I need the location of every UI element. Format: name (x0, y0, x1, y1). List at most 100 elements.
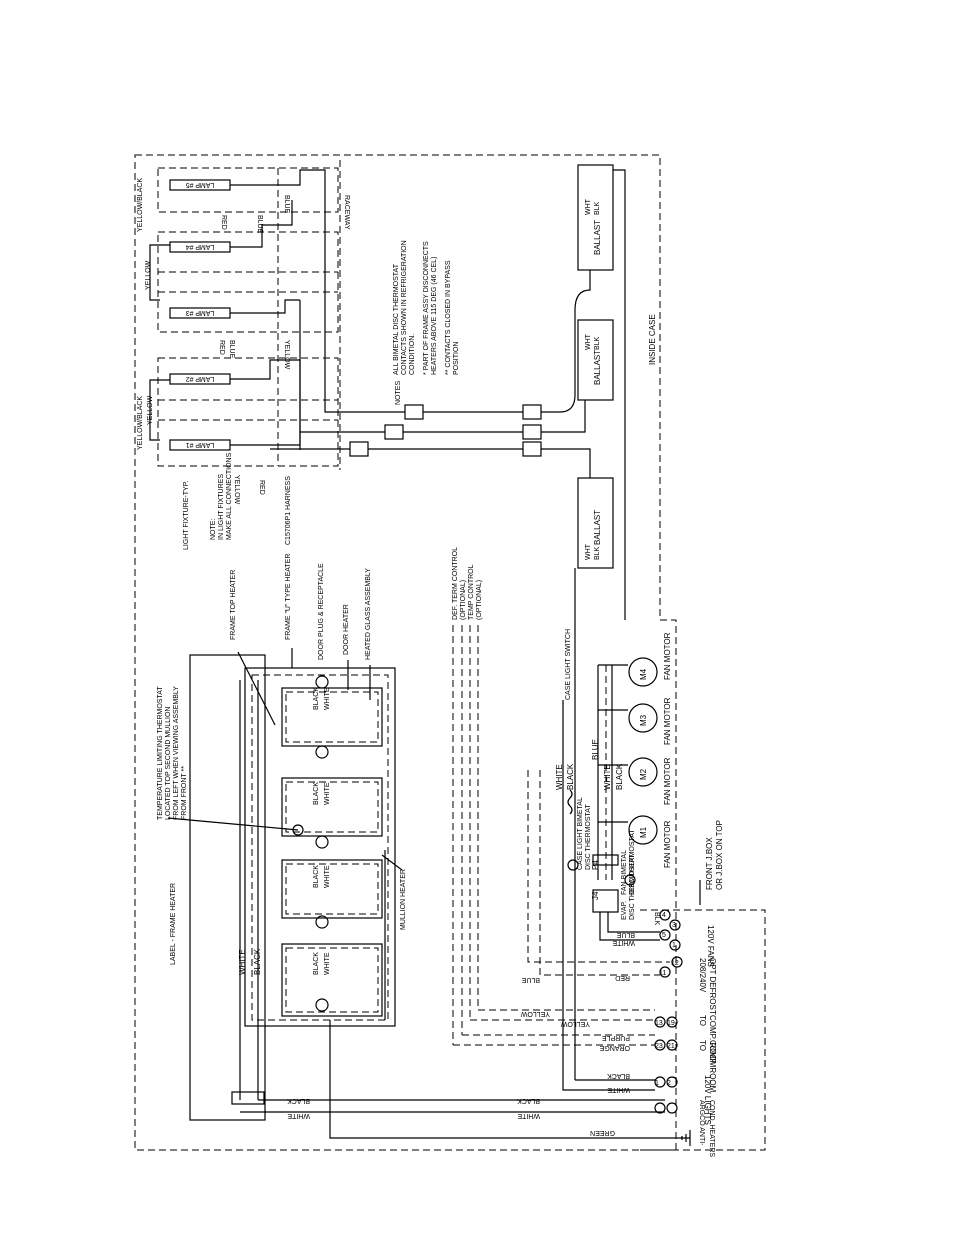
label-yellow-2: YELLOW (147, 395, 154, 425)
svg-text:COMP. ROOM: COMP. ROOM (708, 1015, 717, 1068)
svg-text:TO: TO (698, 1040, 707, 1051)
svg-text:LAMP #4: LAMP #4 (186, 243, 215, 250)
wire-yellow-a: YELLOW (520, 1010, 550, 1017)
fan-black: BLACK (615, 763, 624, 790)
note-fixtures-1: NOTE: (210, 519, 217, 540)
svg-text:FAN MOTOR: FAN MOTOR (663, 632, 672, 680)
svg-text:11: 11 (659, 970, 666, 977)
wire-orange: ORANGE (599, 1044, 630, 1051)
svg-text:BLK: BLK (594, 336, 601, 350)
svg-text:1: 1 (672, 942, 676, 949)
wire-white-main: WHITE (517, 1112, 540, 1119)
door-black-4: BLACK (313, 952, 320, 975)
svg-text:CONDITION.: CONDITION. (409, 334, 416, 375)
svg-text:CASE LIGHT SWITCH: CASE LIGHT SWITCH (565, 629, 572, 700)
svg-text:WHT: WHT (585, 333, 592, 350)
motor-m3: M3 (639, 714, 648, 726)
svg-text:HEATED GLASS ASSEMBLY: HEATED GLASS ASSEMBLY (365, 568, 372, 660)
harness-connectors (270, 385, 542, 457)
svg-text:FAN MOTOR: FAN MOTOR (663, 820, 672, 868)
svg-text:COMP. ROOM: COMP. ROOM (708, 1040, 717, 1093)
svg-text:BALLAST: BALLAST (593, 350, 602, 385)
label-yellow-4: YELLOW (233, 475, 240, 505)
motor-m4: M4 (639, 668, 648, 680)
svg-text:FAN MOTOR: FAN MOTOR (663, 757, 672, 805)
motor-m2: M2 (639, 768, 648, 780)
svg-text:TO: TO (698, 1015, 707, 1026)
lamp-2: LAMP #2 (169, 373, 231, 385)
svg-text:FRAME TOP HEATER: FRAME TOP HEATER (230, 570, 237, 640)
svg-text:DISC THERMOSTAT: DISC THERMOSTAT (585, 804, 592, 870)
door-black-1: BLACK (313, 687, 320, 710)
svg-text:LOCATED TOP SECOND MULLION: LOCATED TOP SECOND MULLION (165, 707, 172, 820)
wire-red: RED (615, 974, 630, 981)
label-harness: C15706P1 HARNESS (285, 476, 292, 545)
svg-text:LAMP #5: LAMP #5 (186, 181, 215, 188)
bottom-wiring: BLUE WHITE BLUE RED YELLOW YELLOW PURPLE… (231, 700, 691, 1146)
thermostats: CASE LIGHT SWITCH CASE LIGHT BIMETAL DIS… (555, 629, 636, 920)
label-blue-2: BLUE (283, 195, 290, 214)
case-black: BLACK (566, 763, 575, 790)
svg-text:LABEL - FRAME HEATER: LABEL - FRAME HEATER (170, 883, 177, 965)
svg-text:OR J.BOX ON TOP: OR J.BOX ON TOP (715, 820, 724, 890)
note-fixtures-2: IN LIGHT FIXTURES (218, 474, 225, 540)
svg-text:FAN BIMETAL: FAN BIMETAL (621, 850, 628, 895)
door-white-3: WHITE (324, 865, 331, 888)
note-fixtures-3: MAKE ALL CONNECTIONS (226, 452, 233, 540)
svg-text:208/240V: 208/240V (698, 958, 707, 993)
door-black-3: BLACK (313, 865, 320, 888)
svg-text:HEATERS ABOVE 115 DEG (46 CEL): HEATERS ABOVE 115 DEG (46 CEL) (431, 257, 438, 375)
svg-text:EVAP.: EVAP. (621, 901, 628, 920)
svg-text:WHT: WHT (585, 198, 592, 215)
svg-text:21: 21 (667, 1043, 675, 1050)
j4-label: J4 (591, 891, 600, 900)
svg-text:2: 2 (667, 1080, 671, 1087)
label-yellow-1: YELLOW (145, 260, 152, 290)
fan-motors: M4 M3 M2 M1 FAN MOTOR FAN MOTOR FAN MOTO… (591, 632, 672, 880)
svg-text:23: 23 (655, 1043, 663, 1050)
svg-text:120V LIGHTS: 120V LIGHTS (703, 1075, 712, 1125)
wire-black-main: BLACK (517, 1097, 540, 1104)
svg-text:COND. HEATERS: COND. HEATERS (708, 1100, 715, 1157)
svg-text:BLK: BLK (594, 201, 601, 215)
svg-text:DOOR PLUG & RECEPTACLE: DOOR PLUG & RECEPTACLE (318, 563, 325, 660)
wire-white-left: WHITE (287, 1112, 310, 1119)
svg-text:WHT: WHT (585, 543, 592, 560)
svg-text:* PART OF FRAME ASSY DISCONNEC: * PART OF FRAME ASSY DISCONNECTS (423, 241, 430, 375)
frame-black: BLACK (253, 948, 262, 975)
frame-callouts: FRAME TOP HEATER FRAME "U" TYPE HEATER D… (157, 554, 407, 965)
label-inside-case: INSIDE CASE (648, 314, 657, 365)
svg-text:(OPTIONAL): (OPTIONAL) (460, 580, 467, 620)
lamp-1: LAMP #1 (169, 439, 231, 451)
ballast-2: BALLAST WHT BLK (577, 319, 614, 401)
svg-text:MULLION HEATER: MULLION HEATER (400, 869, 407, 930)
svg-text:LAMP #2: LAMP #2 (186, 375, 215, 382)
lamp-3: LAMP #3 (169, 307, 231, 319)
wire-blue-lower: BLUE (521, 976, 540, 983)
door-white-2: WHITE (324, 782, 331, 805)
svg-text:1: 1 (655, 1080, 659, 1087)
label-blue-3: BLUE (228, 340, 235, 359)
svg-text:4: 4 (662, 912, 666, 919)
svg-text:LAMP #1: LAMP #1 (186, 441, 215, 448)
label-light-fixture: LIGHT FIXTURE-TYP. (183, 481, 190, 550)
case-white: WHITE (555, 764, 564, 790)
svg-text:5: 5 (662, 932, 666, 939)
notes-block: NOTES ALL BIMETAL DISC THERMOSTAT CONTAC… (393, 240, 460, 405)
svg-text:FROM FRONT **: FROM FRONT ** (181, 766, 188, 820)
svg-text:DISC THERMOSTAT: DISC THERMOSTAT (629, 829, 636, 895)
svg-text:FROM LEFT WHEN VIEWING ASSEMBL: FROM LEFT WHEN VIEWING ASSEMBLY (173, 686, 180, 820)
svg-text:BALLAST: BALLAST (593, 510, 602, 545)
label-raceway: RACEWAY (343, 195, 350, 230)
wire-yellow-b: YELLOW (560, 1020, 590, 1027)
svg-text:TEMPERATURE LIMITING THERMOSTA: TEMPERATURE LIMITING THERMOSTAT (157, 686, 164, 820)
controls: DEF. TERM CONTROL (OPTIONAL) TEMP CONTRO… (452, 547, 483, 1045)
terminal-block: BLK 4 3 5 1 11 12 13 19 23 21 1 2 120V F… (653, 909, 717, 1157)
svg-text:FAN MOTOR: FAN MOTOR (663, 697, 672, 745)
svg-text:19: 19 (667, 1020, 675, 1027)
svg-text:ALL BIMETAL DISC THERMOSTAT: ALL BIMETAL DISC THERMOSTAT (393, 263, 400, 375)
svg-text:OPT DEFROST: OPT DEFROST (708, 958, 717, 1015)
svg-text:DOOR HEATER: DOOR HEATER (343, 604, 350, 655)
svg-text:CASE LIGHT BIMETAL: CASE LIGHT BIMETAL (577, 797, 584, 870)
